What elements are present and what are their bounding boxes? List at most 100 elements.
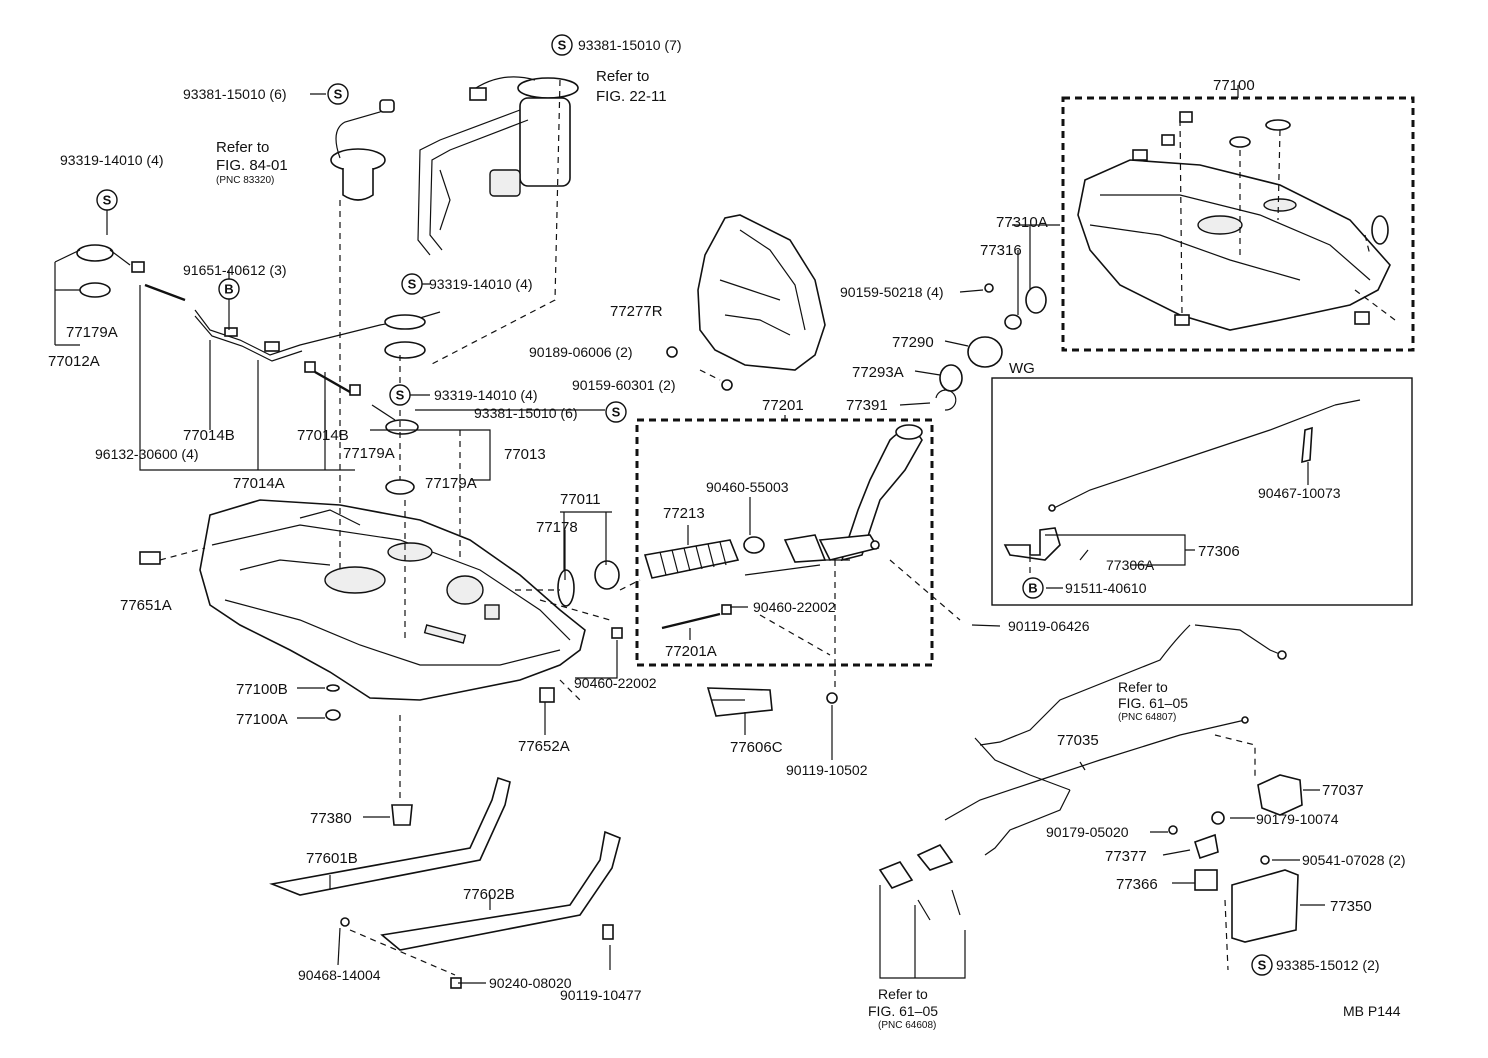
ref-note: (PNC 64807) [1118, 712, 1176, 723]
tank-77100-drawing [1077, 111, 1391, 331]
ref-note: Refer to [1118, 679, 1168, 695]
fuel-pump-drawing [417, 76, 579, 256]
part-label: 77277R [610, 303, 663, 320]
ref-note: FIG. 61–05 [1118, 695, 1188, 711]
part-label: 90460-22002 [753, 599, 836, 615]
svg-text:S: S [612, 405, 621, 420]
filler-pipe-drawing [744, 424, 923, 576]
part-label: 77290 [892, 334, 934, 351]
part-label: 77012A [48, 353, 100, 370]
part-label: 77035 [1057, 732, 1099, 749]
fuel-sender-drawing [330, 99, 395, 201]
part-label: 77011 [560, 491, 601, 508]
ref-note: Refer to [216, 139, 269, 156]
s-symbol: S [389, 384, 411, 406]
part-label: 77014A [233, 475, 285, 492]
part-label: 77100 [1213, 77, 1255, 94]
part-label: 77377 [1105, 848, 1147, 865]
ref-note: FIG. 84-01 [216, 157, 288, 174]
protector-drawing [706, 687, 838, 717]
part-label: 93381-15010 (6) [183, 86, 287, 102]
ref-note: FIG. 22-11 [596, 88, 667, 105]
part-label: 93381-15010 (7) [578, 37, 682, 53]
dashed-lines [159, 79, 1396, 976]
s-symbol: S [1251, 954, 1273, 976]
part-label: 77602B [463, 886, 515, 903]
svg-text:S: S [558, 38, 567, 53]
heat-insulator-drawing [666, 214, 826, 391]
part-label: 77014B [183, 427, 235, 444]
part-label: 77201 [762, 397, 804, 414]
part-label: 77601B [306, 850, 358, 867]
svg-text:B: B [224, 282, 233, 297]
svg-text:B: B [1028, 581, 1037, 596]
part-label: 96132-30600 (4) [95, 446, 199, 462]
s-symbol: S [401, 273, 423, 295]
svg-text:S: S [408, 277, 417, 292]
b-symbol: B [218, 278, 240, 300]
filler-hose-drawing [557, 534, 827, 639]
filler-cap-drawing [935, 283, 1047, 411]
reference-notes: Refer to FIG. 84-01 (PNC 83320) Refer to… [216, 68, 1188, 1031]
svg-text:S: S [334, 87, 343, 102]
part-label: 90179-10074 [1256, 811, 1339, 827]
part-label: 77606C [730, 739, 783, 756]
wg-cable-drawing [1003, 399, 1361, 561]
s-symbol: S [551, 34, 573, 56]
part-label: 77652A [518, 738, 570, 755]
part-label: 90119-10477 [560, 987, 642, 1003]
part-label: 77366 [1116, 876, 1158, 893]
part-label: 77179A [66, 324, 118, 341]
part-label: 93319-14010 (4) [60, 152, 164, 168]
b-symbol: B [1022, 577, 1044, 599]
part-label: 77037 [1322, 782, 1364, 799]
ref-note: (PNC 83320) [216, 175, 274, 186]
part-label: 77100B [236, 681, 288, 698]
part-label: 90159-50218 (4) [840, 284, 944, 300]
part-label: 90119-10502 [786, 762, 868, 778]
s-symbol: S [96, 189, 118, 211]
tank-bands-drawing [269, 776, 621, 989]
part-label: 93385-15012 (2) [1276, 957, 1380, 973]
part-label: 90460-22002 [574, 675, 657, 691]
group-boxes [635, 96, 1415, 667]
ref-note: FIG. 61–05 [868, 1003, 938, 1019]
diagram-code: MB P144 [1343, 1003, 1401, 1019]
leader-lines [54, 85, 1325, 984]
part-label: 77310A [996, 214, 1048, 231]
drawing-layer [76, 76, 1391, 989]
part-label: 77306A [1106, 557, 1155, 573]
svg-text:S: S [1258, 958, 1267, 973]
ref-note: Refer to [878, 986, 928, 1002]
part-labels: 93381-15010 (7) 93381-15010 (6) 93319-14… [48, 37, 1406, 1003]
part-label: 77651A [120, 597, 172, 614]
tank-mounts-drawing [139, 551, 555, 826]
s-symbol: S [327, 83, 349, 105]
fuel-lid-drawing [1168, 774, 1303, 943]
part-label: 90460-55003 [706, 479, 789, 495]
part-label: 90240-08020 [489, 975, 572, 991]
part-label: 77350 [1330, 898, 1372, 915]
ref-note: (PNC 64608) [878, 1020, 936, 1031]
ref-note: Refer to [596, 68, 649, 85]
group-box-wg [991, 377, 1413, 606]
s-symbol: S [605, 401, 627, 423]
part-label: 93381-15010 (6) [474, 405, 578, 421]
part-label: 77380 [310, 810, 352, 827]
part-label: 90467-10073 [1258, 485, 1341, 501]
part-label: 91651-40612 (3) [183, 262, 287, 278]
part-label: 90159-60301 (2) [572, 377, 676, 393]
part-label: 77100A [236, 711, 288, 728]
part-label: 77391 [846, 397, 888, 414]
part-label: 77179A [425, 475, 477, 492]
part-label: 93319-14010 (4) [434, 387, 538, 403]
part-label: 90541-07028 (2) [1302, 852, 1406, 868]
part-label: 77213 [663, 505, 705, 522]
svg-text:S: S [103, 193, 112, 208]
part-label: 90179-05020 [1046, 824, 1129, 840]
part-label: 77306 [1198, 543, 1240, 560]
part-label: 90189-06006 (2) [529, 344, 633, 360]
part-label: 77316 [980, 242, 1022, 259]
part-label: 90468-14004 [298, 967, 381, 983]
